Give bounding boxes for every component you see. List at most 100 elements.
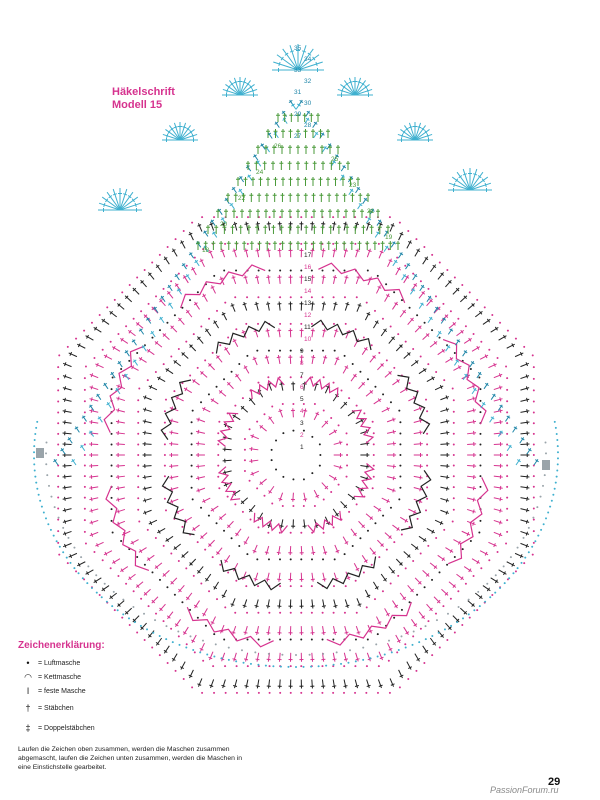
chain-dot bbox=[185, 643, 188, 646]
double-stitch bbox=[233, 338, 239, 347]
double-stitch bbox=[89, 486, 99, 489]
double-bar bbox=[472, 384, 475, 389]
chain-dot bbox=[308, 653, 311, 656]
chain-dot bbox=[478, 605, 481, 608]
legend-item-treble: ‡ = Doppelstäbchen bbox=[18, 719, 278, 737]
double-stitch bbox=[448, 322, 457, 329]
double-stitch bbox=[267, 382, 273, 391]
double-bar bbox=[431, 376, 435, 381]
double-bar bbox=[344, 631, 349, 634]
chain-dot bbox=[527, 551, 530, 554]
double-stitch bbox=[303, 519, 306, 529]
double-bar bbox=[363, 559, 368, 563]
double-stitch bbox=[95, 541, 104, 547]
double-bar bbox=[499, 420, 502, 425]
side-bar bbox=[313, 121, 318, 125]
double-bar bbox=[155, 340, 159, 345]
double-bar bbox=[444, 592, 449, 596]
chain-dot bbox=[354, 665, 357, 668]
chain-dot bbox=[351, 544, 354, 547]
chain-dot bbox=[404, 567, 407, 570]
double-bar bbox=[120, 337, 124, 342]
double-stitch bbox=[266, 328, 270, 338]
double-bar bbox=[90, 408, 93, 413]
chain-dot bbox=[55, 540, 58, 543]
double-stitch bbox=[389, 678, 395, 687]
chain-dot bbox=[246, 242, 249, 245]
side-bar bbox=[188, 252, 193, 256]
chain-dot bbox=[340, 662, 343, 665]
chain-dot bbox=[543, 474, 546, 477]
double-stitch bbox=[520, 475, 530, 478]
double-stitch bbox=[520, 508, 530, 512]
fan-stitch bbox=[229, 80, 241, 96]
chain-dot bbox=[44, 517, 47, 520]
chain-dot bbox=[93, 551, 96, 554]
double-stitch bbox=[175, 396, 184, 402]
double-bar bbox=[202, 612, 207, 616]
double-stitch bbox=[378, 249, 383, 259]
row-number-label: 30 bbox=[304, 100, 312, 107]
chain-dot bbox=[311, 472, 314, 475]
double-stitch bbox=[208, 539, 215, 547]
chain-dot bbox=[453, 276, 456, 279]
zigzag-motif bbox=[447, 477, 489, 565]
double-bar bbox=[139, 549, 143, 554]
double-stitch bbox=[221, 248, 226, 258]
side-stitch bbox=[89, 404, 95, 411]
double-stitch bbox=[117, 600, 125, 607]
chain-dot bbox=[387, 659, 390, 662]
chain-dot bbox=[344, 322, 347, 325]
chain-dot bbox=[201, 639, 204, 642]
side-stitch bbox=[427, 316, 433, 324]
chain-dot bbox=[146, 628, 149, 631]
double-stitch bbox=[200, 371, 208, 378]
side-bar bbox=[194, 259, 199, 264]
chain-dot bbox=[39, 499, 42, 502]
chain-dot bbox=[310, 216, 313, 219]
chain-dot bbox=[227, 336, 230, 339]
chain-dot bbox=[268, 665, 271, 668]
double-bar bbox=[224, 482, 228, 487]
side-bar bbox=[153, 306, 157, 310]
double-stitch bbox=[201, 407, 211, 413]
double-bar bbox=[526, 420, 528, 425]
double-bar bbox=[144, 486, 146, 491]
double-bar bbox=[178, 317, 182, 322]
chain-dot bbox=[110, 496, 113, 499]
chain-dot bbox=[322, 376, 325, 379]
chain-dot bbox=[435, 537, 438, 540]
double-bar bbox=[386, 406, 390, 411]
double-bar bbox=[448, 280, 452, 284]
double-stitch bbox=[467, 420, 477, 424]
double-bar bbox=[94, 326, 98, 331]
double-stitch bbox=[445, 622, 452, 631]
double-stitch bbox=[353, 563, 359, 572]
chain-dot bbox=[109, 340, 112, 343]
double-bar bbox=[391, 336, 395, 340]
double-bar bbox=[332, 276, 337, 279]
chain-dot bbox=[36, 420, 39, 423]
side-stitch bbox=[282, 117, 288, 124]
double-stitch bbox=[422, 570, 430, 577]
chain-dot bbox=[158, 253, 161, 256]
double-bar bbox=[276, 551, 281, 554]
chain-dot bbox=[289, 531, 292, 534]
side-stitch bbox=[186, 274, 191, 281]
double-stitch bbox=[334, 544, 339, 554]
chain-dot bbox=[536, 506, 539, 509]
chain-dot bbox=[378, 556, 381, 559]
chain-dot bbox=[494, 591, 497, 594]
double-bar bbox=[224, 347, 229, 351]
chain-dot bbox=[313, 402, 316, 405]
side-stitch bbox=[103, 382, 109, 390]
double-stitch bbox=[387, 258, 392, 268]
double-stitch bbox=[62, 387, 72, 391]
double-bar bbox=[266, 631, 271, 634]
side-bar bbox=[527, 448, 532, 452]
side-bar bbox=[291, 103, 295, 107]
double-stitch bbox=[514, 552, 524, 558]
chain-dot bbox=[506, 443, 509, 446]
double-bar bbox=[476, 345, 480, 350]
